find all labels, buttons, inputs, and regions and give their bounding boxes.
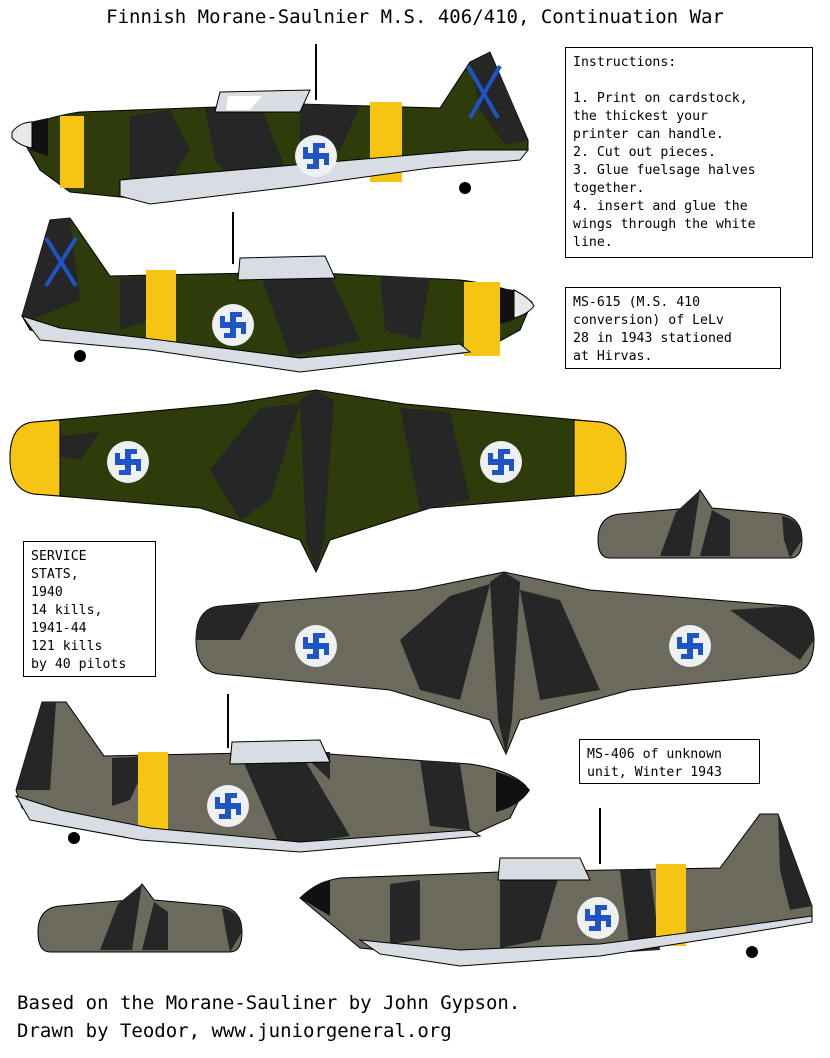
note-line: MS-615 (M.S. 410 [573, 295, 701, 310]
instructions-line: together. [573, 181, 645, 196]
instructions-line: 1. Print on cardstock, [573, 91, 748, 106]
note-line: conversion) of LeLv [573, 313, 724, 328]
fuselage-left-615 [20, 212, 535, 373]
instructions-line: 3. Glue fuelsage halves [573, 163, 756, 178]
instructions-line: 2. Cut out pieces. [573, 145, 716, 160]
note-line: at Hirvas. [573, 349, 653, 364]
wing-top-615 [9, 389, 627, 574]
fuselage-right-615 [11, 44, 530, 205]
stats-line: 1941-44 [31, 621, 87, 636]
instructions-line: 4. insert and glue the [573, 199, 748, 214]
note-line: MS-406 of unknown [587, 747, 722, 762]
stats-line: 1940 [31, 585, 63, 600]
fuselage-left-406 [14, 694, 530, 853]
instructions-box: Instructions: 1. Print on cardstock, the… [565, 47, 813, 258]
wing-top-406 [195, 571, 815, 756]
instructions-line: line. [573, 235, 613, 250]
service-stats-box: SERVICE STATS, 1940 14 kills, 1941-44 12… [23, 541, 156, 677]
stats-line: by 40 pilots [31, 657, 127, 672]
instructions-line [573, 72, 805, 90]
aircraft-note-615: MS-615 (M.S. 410 conversion) of LeLv 28 … [565, 287, 781, 369]
fuselage-right-406 [299, 808, 813, 967]
stats-line: SERVICE [31, 549, 87, 564]
note-line: unit, Winter 1943 [587, 765, 722, 780]
aircraft-note-406: MS-406 of unknown unit, Winter 1943 [579, 739, 760, 784]
stats-line: STATS, [31, 567, 79, 582]
stats-line: 121 kills [31, 639, 103, 654]
credit-line-1: Based on the Morane-Sauliner by John Gyp… [17, 992, 521, 1014]
credit-line-2: Drawn by Teodor, www.juniorgeneral.org [17, 1020, 452, 1042]
instructions-heading: Instructions: [573, 55, 677, 70]
page-title: Finnish Morane-Saulnier M.S. 406/410, Co… [106, 6, 724, 28]
tailplane-615 [597, 489, 803, 559]
instructions-line: wings through the white [573, 217, 756, 232]
tailplane-406 [37, 883, 243, 953]
instructions-line: the thickest your [573, 109, 708, 124]
stats-line: 14 kills, [31, 603, 103, 618]
instructions-line: printer can handle. [573, 127, 724, 142]
note-line: 28 in 1943 stationed [573, 331, 732, 346]
